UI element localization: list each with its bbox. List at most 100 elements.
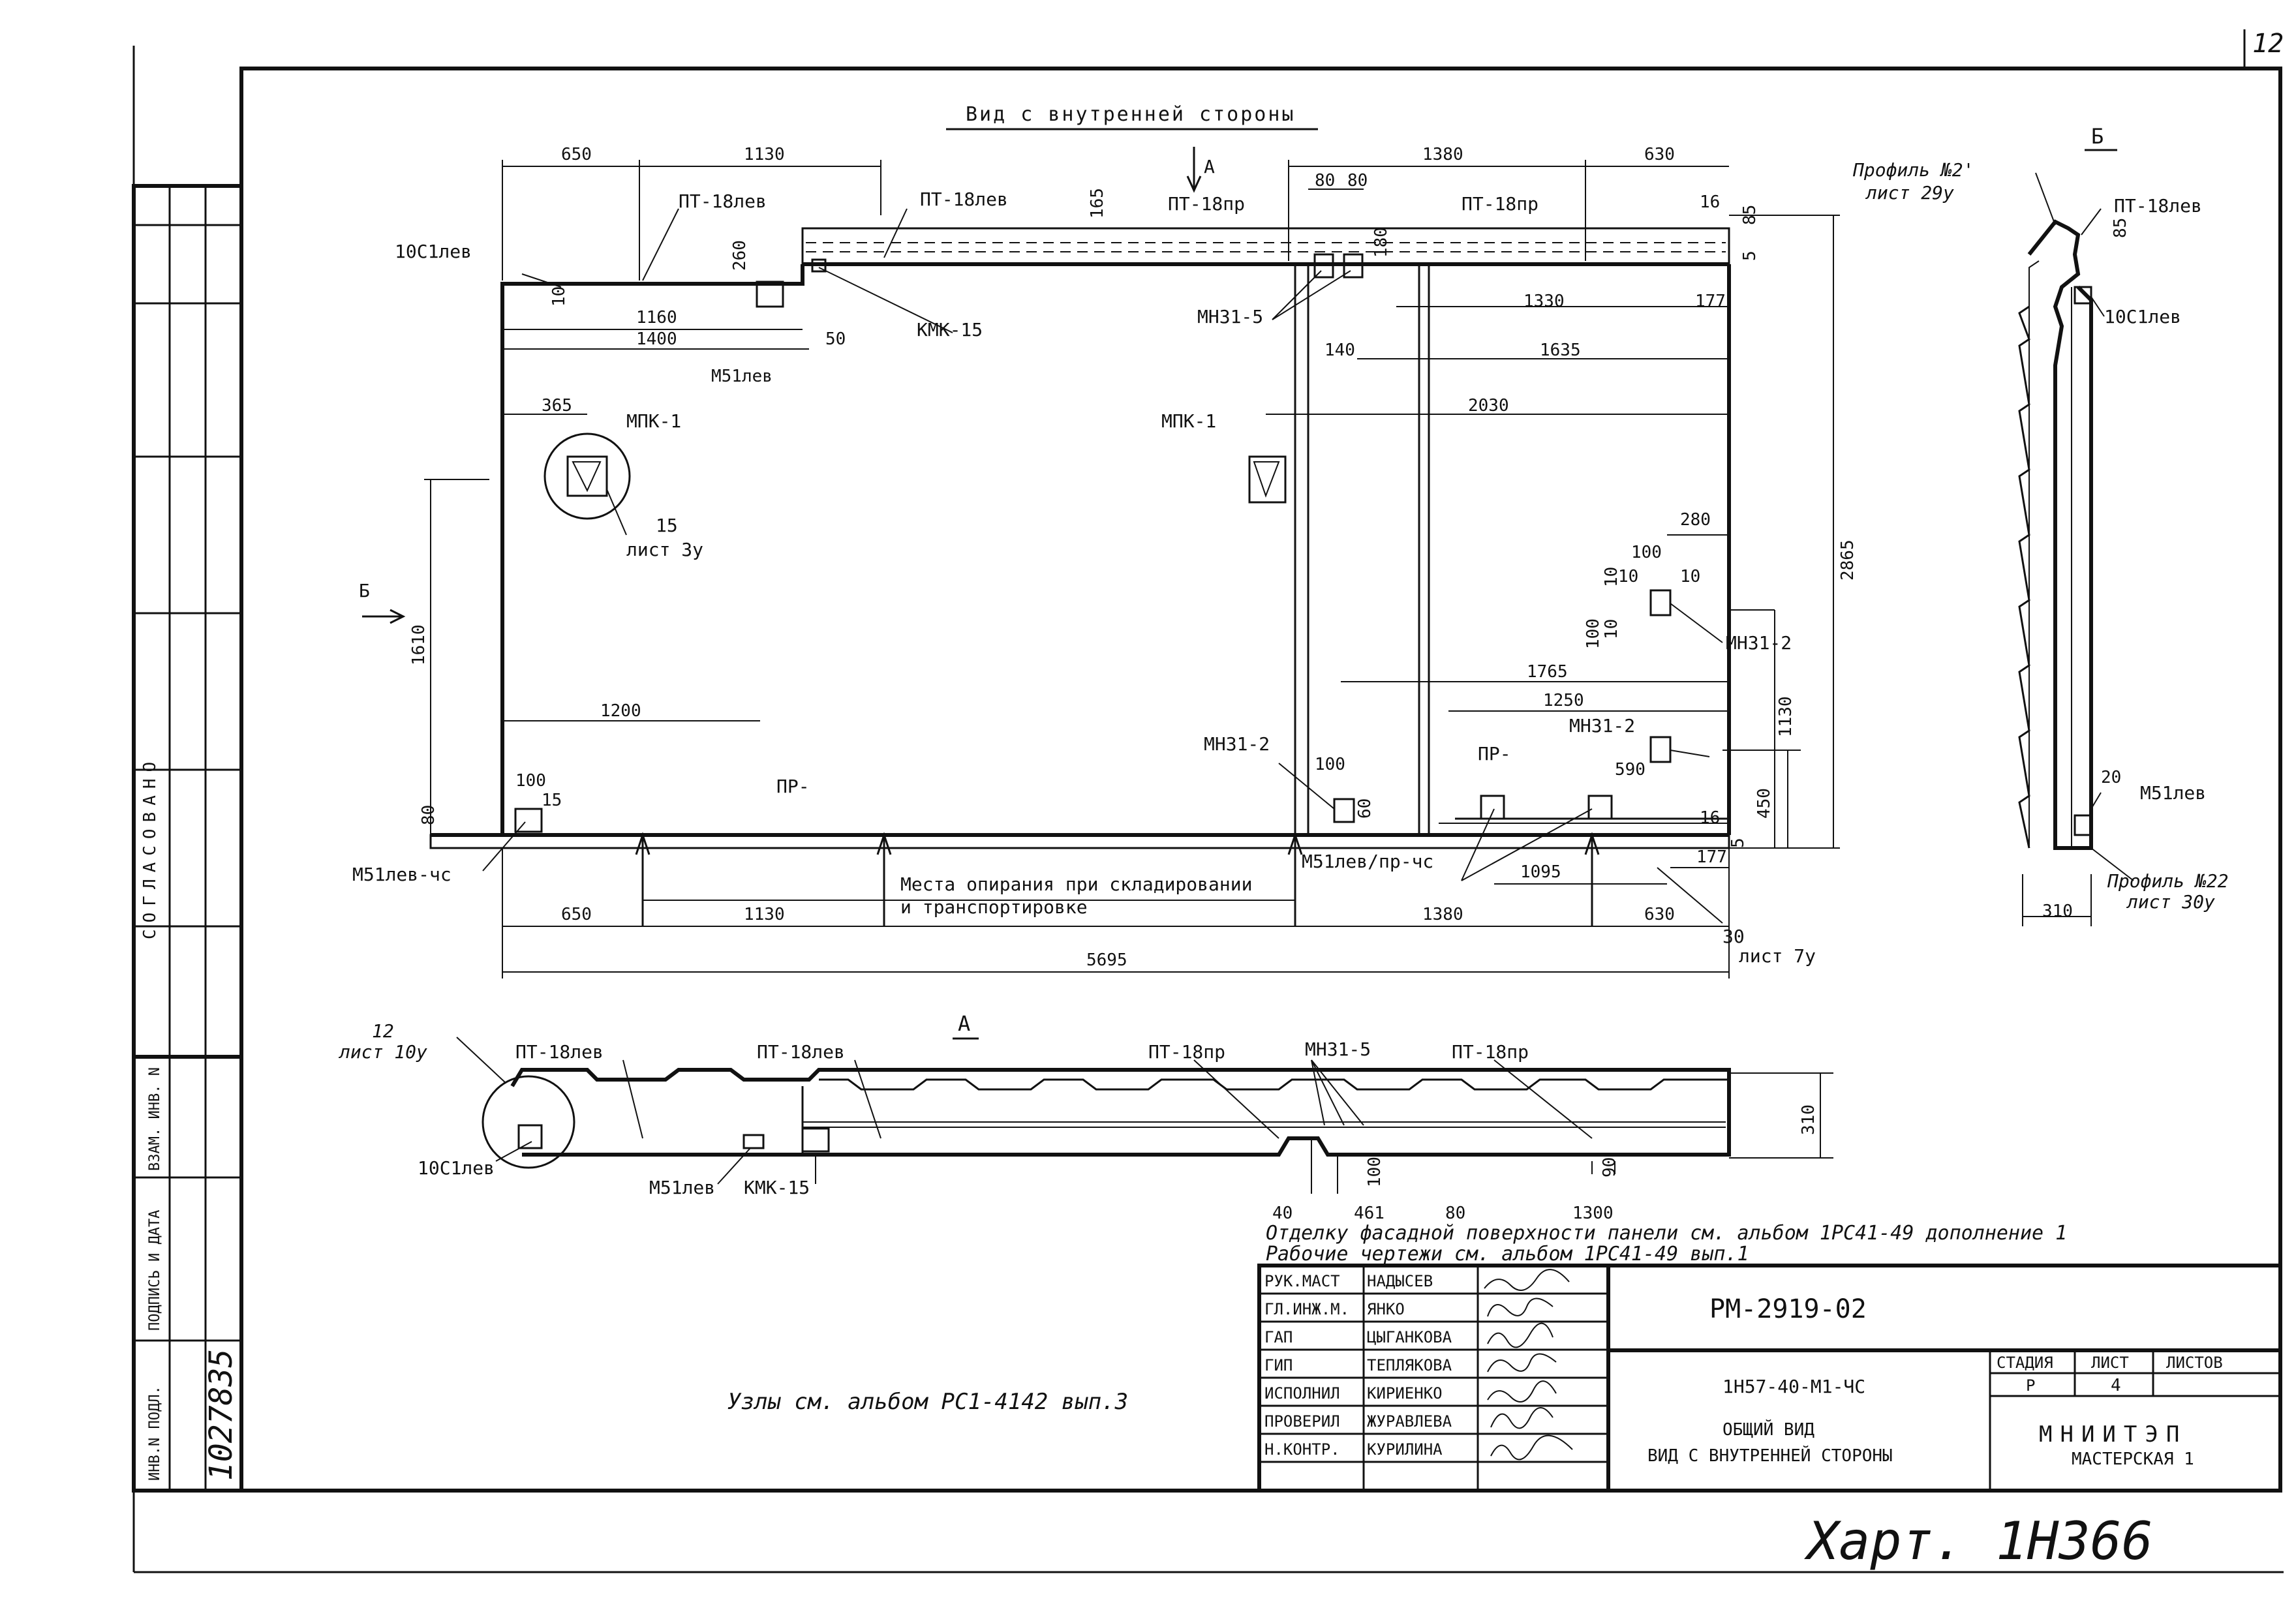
side-strip (132, 184, 243, 1493)
dim-165: 165 (1088, 188, 1107, 219)
label-10c1-lev: 10С1лев (395, 241, 472, 262)
dim-1400: 1400 (636, 329, 677, 349)
dim-260: 260 (730, 240, 750, 271)
support-note-line2: и транспортировке (900, 896, 1088, 918)
label-mn31-5: МН31-5 (1197, 306, 1263, 327)
tb-sheets-label: ЛИСТОВ (2166, 1354, 2223, 1372)
dim-15: 15 (542, 791, 562, 810)
dim-16-top: 16 (1700, 192, 1720, 212)
plan-mark-a: А (958, 1011, 970, 1036)
dim-1130-right: 1130 (1776, 696, 1796, 737)
support-note-line1: Места опирания при складировании (900, 873, 1252, 895)
dim-1250: 1250 (1543, 691, 1584, 710)
dim-10-b: 10 (1680, 567, 1700, 586)
sheet-corner-number: 12 (2252, 29, 2284, 59)
dim-1330: 1330 (1523, 292, 1565, 311)
label-mn31-2-c: МН31-2 (1204, 733, 1270, 755)
side-profile-top: Профиль №2' (1852, 159, 1974, 181)
tb-title-line2: ВИД С ВНУТРЕННЕЙ СТОРОНЫ (1647, 1445, 1893, 1466)
tb-stage-label: СТАДИЯ (1997, 1354, 2053, 1372)
dim-10-c: 10 (1602, 567, 1621, 587)
note-finish-line2: Рабочие чертежи см. альбом 1РС41-49 вып.… (1266, 1243, 1749, 1266)
section-mark-a-main: А (1204, 156, 1215, 177)
label-pr-right: ПР- (1478, 743, 1511, 765)
side-m51-lev: М51лев (2140, 782, 2206, 804)
plan-d80: 80 (1445, 1204, 1465, 1223)
label-kmk15: КМК-15 (917, 319, 983, 341)
note-finish-line1: Отделку фасадной поверхности панели см. … (1266, 1222, 2067, 1245)
handwritten-bottom: Харт. 1Н366 (1804, 1511, 2153, 1571)
dim-2865: 2865 (1838, 539, 1858, 581)
dim-80a: 80 (1315, 171, 1335, 190)
plan-m51-lev: М51лев (649, 1177, 715, 1198)
plan-pt18-pr-2: ПТ-18пр (1452, 1041, 1529, 1063)
dim-1130-bot: 1130 (744, 905, 785, 924)
dim-5695: 5695 (1086, 950, 1127, 970)
plan-d90: 90 (1600, 1157, 1619, 1177)
label-m51-lev-pr-chs: М51лев/пр-чс (1302, 851, 1433, 872)
plan-10c1-lev: 10С1лев (418, 1157, 495, 1179)
embedded-items (514, 253, 1672, 833)
dim-177-top: 177 (1695, 292, 1726, 311)
label-m51-lev-chs: М51лев-чс (352, 864, 452, 885)
dim-50: 50 (825, 329, 846, 349)
dim-365: 365 (542, 396, 572, 416)
dim-10-d: 10 (1602, 619, 1621, 639)
dim-630-bot: 630 (1644, 905, 1675, 924)
dim-180: 180 (1371, 227, 1391, 258)
tb-name-3: ТЕПЛЯКОВА (1367, 1356, 1452, 1374)
tb-role-4: ИСПОЛНИЛ (1264, 1384, 1340, 1403)
side-strip-sign-date: ПОДПИСЬ И ДАТА (147, 1210, 163, 1331)
tb-sheet-label: ЛИСТ (2091, 1354, 2129, 1372)
tb-role-0: РУК.МАСТ (1264, 1272, 1340, 1290)
dim-177-bot: 177 (1696, 847, 1727, 867)
dim-1610: 1610 (409, 624, 429, 665)
title-block-roles: РУК.МАСТ НАДЫСЕВ ГЛ.ИНЖ.М. ЯНКО ГАП ЦЫГА… (1264, 1272, 1452, 1459)
tb-name-1: ЯНКО (1367, 1300, 1405, 1318)
side-strip-inv-sub: ИНВ.N ПОДЛ. (147, 1386, 163, 1481)
label-m51-lev: М51лев (711, 367, 773, 386)
plan-ref12-sheet: лист 10у (338, 1041, 427, 1063)
dim-80b: 80 (1347, 171, 1368, 190)
side-profile-top-sheet: лист 29у (1865, 182, 1954, 204)
plan-pt18-pr-1: ПТ-18пр (1148, 1041, 1225, 1063)
plan-d40: 40 (1272, 1204, 1293, 1223)
plan-d1300: 1300 (1572, 1204, 1614, 1223)
dim-100-d: 100 (515, 771, 546, 791)
side-profile-bot-sheet: лист 30у (2126, 891, 2215, 913)
label-pt18-pr-1: ПТ-18пр (1168, 193, 1245, 215)
main-dim-lines (362, 147, 1840, 978)
dim-650-bot: 650 (561, 905, 592, 924)
dim-60: 60 (1355, 798, 1375, 819)
dim-1200: 1200 (600, 701, 641, 721)
section-mark-b-main: Б (359, 580, 370, 601)
label-pr-left: ПР- (776, 776, 810, 797)
plan-ref12: 12 (372, 1020, 394, 1042)
dim-100-a: 100 (1631, 543, 1662, 562)
plan-kmk15: КМК-15 (744, 1177, 810, 1198)
label-pt18-pr-2: ПТ-18пр (1462, 193, 1538, 215)
side-view-texts: Б Профиль №2' лист 29у ПТ-18лев 85 10С1л… (1852, 124, 2228, 921)
tb-name-5: ЖУРАВЛЕВА (1367, 1412, 1452, 1431)
side-strip-inv-number: 1027835 (203, 1349, 239, 1481)
plan-view (456, 1037, 1833, 1194)
tb-product-code: 1Н57-40-М1-ЧС (1722, 1376, 1865, 1397)
plan-pt18-lev-2: ПТ-18лев (757, 1041, 845, 1063)
tb-role-6: Н.КОНТР. (1264, 1440, 1340, 1459)
dim-2030: 2030 (1468, 396, 1509, 416)
dim-1635: 1635 (1540, 341, 1581, 360)
plan-d461: 461 (1354, 1204, 1385, 1223)
dim-590: 590 (1615, 760, 1645, 780)
tb-name-0: НАДЫСЕВ (1367, 1272, 1433, 1290)
side-10c1-lev: 10С1лев (2104, 306, 2181, 327)
dim-1095: 1095 (1520, 862, 1561, 882)
dim-80-bot: 80 (419, 805, 438, 825)
label-ref30-sheet: лист 7у (1739, 945, 1816, 967)
dim-16-bot: 16 (1700, 808, 1720, 828)
dim-650-top: 650 (561, 145, 592, 164)
side-d85: 85 (2111, 218, 2130, 238)
tb-stage-value: Р (2026, 1376, 2035, 1395)
tb-sheet-value: 4 (2111, 1376, 2121, 1395)
plan-d310: 310 (1799, 1104, 1818, 1135)
